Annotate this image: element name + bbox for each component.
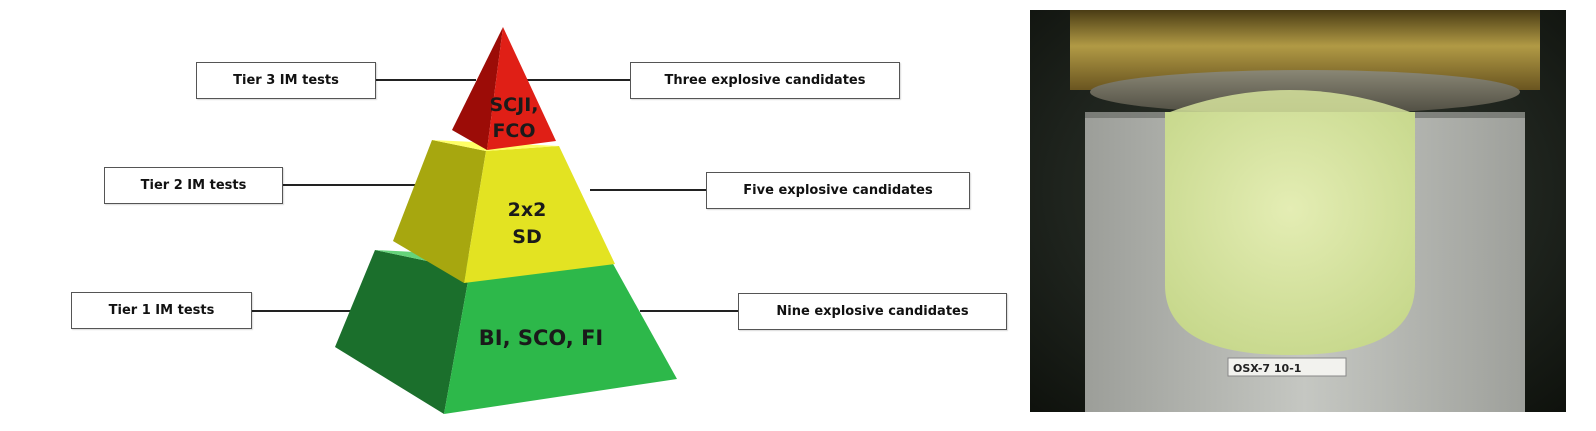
tier3-side: [452, 27, 503, 150]
sample-photo: OSX-7 10-1: [1030, 10, 1566, 412]
tier2-front: [464, 146, 615, 283]
explosive-fill: [1165, 112, 1415, 355]
sample-photo-drawing: OSX-7 10-1: [1030, 10, 1566, 412]
sample-label-text: OSX-7 10-1: [1233, 362, 1301, 375]
tier3-label: Tier 3 IM tests: [196, 62, 376, 99]
tier1-outcome: Nine explosive candidates: [738, 293, 1007, 330]
explosive-top-dome: [1170, 90, 1410, 112]
test-pyramid: SCJI, FCO 2x2 SD BI, SCO, FI: [252, 27, 738, 414]
tier3-outcome: Three explosive candidates: [630, 62, 900, 99]
tier1-inner-line1: BI, SCO, FI: [479, 326, 603, 350]
tier3-block: [452, 27, 556, 150]
tier1-side: [335, 250, 470, 414]
tier2-inner-line1: 2x2: [508, 199, 547, 221]
tier3-front: [487, 27, 556, 150]
tier2-outcome: Five explosive candidates: [706, 172, 970, 209]
tier2-side: [393, 140, 486, 283]
sample-label-tag: [1227, 357, 1347, 377]
tier1-label: Tier 1 IM tests: [71, 292, 252, 329]
tier3-inner-line1: SCJI,: [490, 94, 539, 116]
tier2-inner-line2: SD: [512, 226, 541, 248]
tier1-front: [444, 262, 677, 414]
tier3-inner-line2: FCO: [492, 120, 535, 142]
connector-lines: [252, 79, 738, 312]
tier2-label: Tier 2 IM tests: [104, 167, 283, 204]
